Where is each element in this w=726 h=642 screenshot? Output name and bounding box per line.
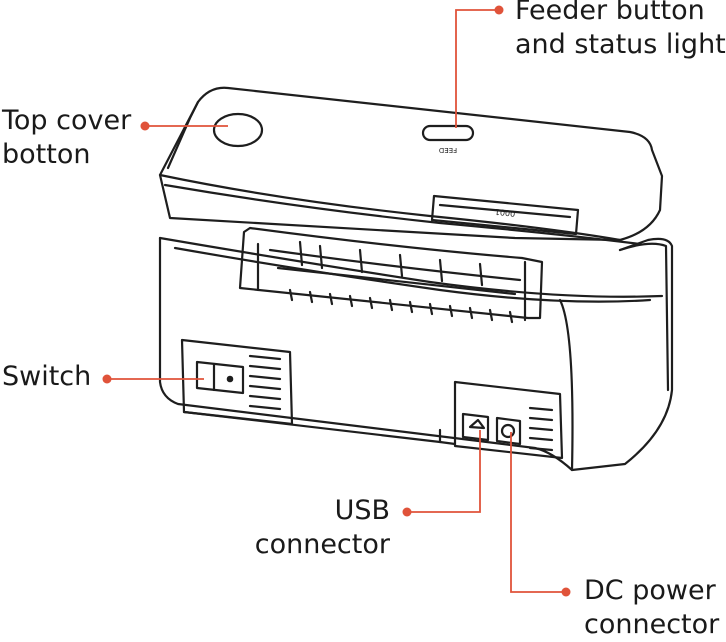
- paper-opening: [238, 226, 544, 320]
- switch-callout-label: Switch: [2, 361, 92, 392]
- dc-dot: [561, 587, 571, 597]
- feeder-button: [421, 124, 475, 142]
- top-cover-shape: [158, 86, 664, 242]
- top-cover-dot: [140, 121, 150, 131]
- usb-callout-label: USB connector: [254, 495, 390, 560]
- feeder-leader: [455, 9, 499, 128]
- top-cover-callout-label: Top cover botton: [2, 105, 132, 170]
- feeder-mark: FEED: [439, 146, 457, 154]
- usb-leader: [407, 430, 481, 513]
- dc-leader: [510, 432, 566, 593]
- dc-port: [495, 416, 522, 446]
- switch-dot: [102, 374, 112, 384]
- feeder-dot: [494, 5, 504, 15]
- slot-mark: 0001: [494, 207, 515, 218]
- top-cover-front-edge: [158, 173, 622, 242]
- power-switch: [195, 360, 245, 395]
- usb-port: [461, 412, 490, 442]
- label-slot: [430, 194, 580, 236]
- lower-body: [158, 236, 674, 472]
- connector-panel: [453, 380, 564, 460]
- feeder-callout-label: Feeder button and status light: [515, 0, 726, 60]
- top-cover-button: [212, 112, 264, 148]
- usb-dot: [402, 507, 412, 517]
